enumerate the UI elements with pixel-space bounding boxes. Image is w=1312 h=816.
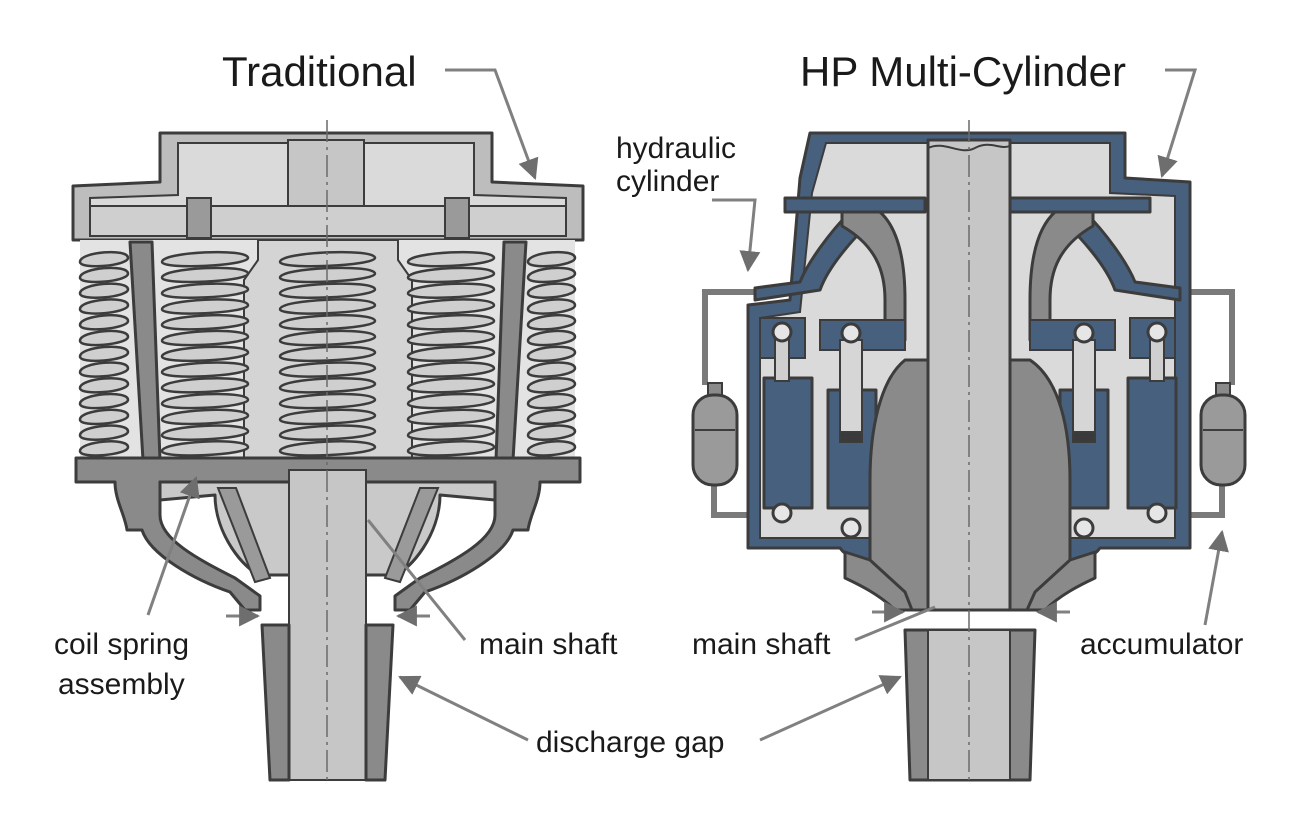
label-coil-spring-line1: coil spring	[54, 628, 189, 661]
spring-coil	[160, 329, 250, 347]
spring-coil	[278, 282, 377, 300]
coil-spring-inner-left	[160, 250, 250, 457]
label-main-shaft-right: main shaft	[692, 628, 831, 661]
shaft-stub-top	[287, 139, 365, 211]
spring-coil	[160, 313, 250, 331]
leader-accumulator	[1203, 529, 1229, 626]
spring-coil	[406, 329, 496, 347]
spring-coil	[78, 424, 130, 441]
spring-coil	[78, 266, 130, 284]
spring-coil	[78, 298, 130, 315]
label-accumulator: accumulator	[1080, 628, 1243, 661]
spring-coil	[526, 424, 577, 441]
label-main-shaft-left: main shaft	[479, 628, 618, 661]
spring-coil	[406, 313, 496, 331]
lower-flange-right	[1025, 550, 1097, 612]
mantle-left-half	[260, 623, 291, 782]
spring-coil	[78, 440, 130, 457]
spring-coil	[406, 440, 496, 457]
spring-coil	[278, 424, 377, 441]
spring-coil	[160, 377, 250, 394]
spring-coil	[406, 250, 496, 268]
spring-coil	[526, 250, 577, 268]
label-hydraulic-cylinder-line1: hydraulic	[616, 132, 736, 165]
spring-coil	[526, 266, 577, 284]
spring-coil	[160, 392, 250, 410]
spring-coil	[526, 329, 577, 347]
leader-main-shaft-left	[366, 519, 467, 641]
leader-traditional	[445, 68, 539, 180]
spring-coil	[78, 345, 130, 363]
spring-coil	[78, 313, 130, 331]
spring-coil	[406, 361, 496, 378]
leader-hydraulic-cylinder	[712, 198, 761, 273]
spring-coil	[526, 282, 577, 300]
spring-coil	[526, 298, 577, 315]
spring-coil	[78, 408, 130, 426]
hydraulic-cylinder-inner-left	[826, 322, 878, 539]
hydraulic-cylinder-outer-right	[1126, 321, 1178, 524]
leader-discharge-gap-left	[398, 675, 529, 742]
spring-coil	[526, 408, 577, 426]
spring-coil	[406, 424, 496, 441]
spring-coil	[160, 361, 250, 378]
lower-flange-left	[843, 550, 914, 612]
accumulator-right	[1199, 382, 1247, 487]
spring-coil	[160, 250, 250, 268]
spring-coil	[78, 392, 130, 410]
spring-coil	[160, 282, 250, 300]
leader-discharge-gap-right	[759, 675, 902, 742]
spring-coil	[526, 377, 577, 394]
label-discharge-gap: discharge gap	[536, 726, 724, 759]
coil-spring-outer-left	[78, 250, 130, 457]
leader-coil-spring	[146, 476, 200, 616]
spring-coil	[526, 313, 577, 331]
spring-coil	[78, 250, 130, 268]
spring-coil	[278, 345, 377, 363]
shaft-top-cut	[927, 143, 1011, 152]
spring-coil	[78, 329, 130, 347]
hydraulic-cylinder-outer-left	[762, 321, 814, 524]
spring-coil	[526, 392, 577, 410]
spring-coil	[78, 361, 130, 378]
bolt-right	[444, 197, 470, 239]
spring-coil	[406, 282, 496, 300]
top-plate	[89, 205, 567, 237]
spring-coil	[160, 345, 250, 363]
spring-coil	[160, 266, 250, 284]
mantle-right-half	[364, 623, 395, 782]
spring-coil	[406, 392, 496, 410]
coil-spring-inner-right	[406, 250, 496, 457]
spring-coil	[526, 345, 577, 363]
spring-coil	[526, 440, 577, 457]
bolt-left	[186, 197, 212, 239]
hydraulic-line-left	[702, 289, 760, 518]
leader-hp	[1157, 68, 1198, 179]
leader-main-shaft-right	[854, 605, 936, 642]
title-hp-multi-cylinder: HP Multi-Cylinder	[800, 48, 1126, 95]
hp-multi-cylinder-crusher	[691, 120, 1247, 782]
spring-coil	[160, 298, 250, 315]
spring-coil	[160, 424, 250, 441]
spring-coil	[406, 345, 496, 363]
accumulator-left	[691, 382, 739, 487]
spring-coil	[406, 377, 496, 394]
label-coil-spring-line2: assembly	[58, 668, 185, 701]
spring-coil	[78, 282, 130, 299]
spring-coil	[278, 250, 377, 268]
spring-coil	[78, 377, 130, 394]
cone-rib-left	[216, 487, 272, 584]
spring-coil	[406, 408, 496, 426]
spring-coil	[160, 440, 250, 457]
spring-coil	[406, 266, 496, 284]
spring-coil	[406, 298, 496, 315]
traditional-crusher	[71, 120, 585, 782]
spring-coil	[526, 361, 577, 378]
coil-spring-outer-right	[526, 250, 577, 457]
title-traditional: Traditional	[222, 48, 417, 95]
label-hydraulic-cylinder-line2: cylinder	[616, 165, 719, 198]
spring-coil	[160, 408, 250, 426]
leader-lines	[146, 68, 1229, 742]
